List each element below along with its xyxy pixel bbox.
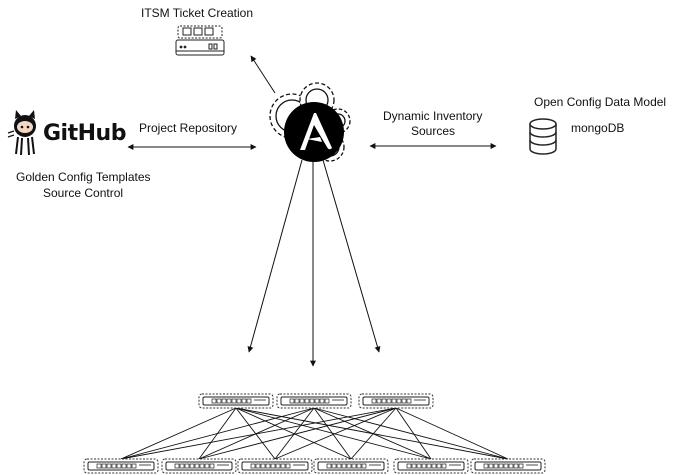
leaf-switch-icon bbox=[393, 458, 469, 474]
network-link bbox=[395, 407, 509, 460]
ansible-logo-icon bbox=[284, 102, 344, 162]
dynamic-inventory-label: Dynamic Inventory bbox=[383, 109, 483, 123]
spine-switch-icon bbox=[358, 393, 434, 409]
network-link bbox=[235, 407, 352, 460]
itsm-label: ITSM Ticket Creation bbox=[141, 6, 254, 20]
leaf-switch-icon bbox=[313, 458, 389, 474]
network-link bbox=[313, 407, 352, 460]
leaf-switch-icon bbox=[83, 458, 159, 474]
leaf-switch-icon bbox=[470, 458, 546, 474]
leaf-switch-icon bbox=[161, 458, 237, 474]
mongodb-label: mongoDB bbox=[571, 121, 625, 135]
network-link bbox=[350, 407, 397, 460]
github-octocat-icon bbox=[7, 110, 36, 156]
spine-switch-icon bbox=[198, 393, 274, 409]
project-repository-label: Project Repository bbox=[139, 121, 238, 135]
network-link bbox=[120, 407, 237, 460]
network-link bbox=[235, 407, 432, 460]
network-link bbox=[120, 407, 397, 460]
network-link bbox=[274, 407, 397, 460]
network-link bbox=[395, 407, 432, 460]
source-control-label: Source Control bbox=[43, 186, 124, 200]
github-wordmark: GitHub bbox=[43, 121, 126, 146]
network-link bbox=[198, 407, 397, 460]
leaf-switch-icon bbox=[237, 458, 313, 474]
dynamic-inventory-sources-label: Sources bbox=[411, 124, 456, 138]
spine-switch-icon bbox=[276, 393, 352, 409]
arrow-to-network-left bbox=[247, 159, 303, 353]
network-topology bbox=[83, 393, 546, 474]
database-icon bbox=[529, 118, 557, 155]
golden-config-label: Golden Config Templates bbox=[16, 170, 151, 184]
arrow-to-network-right bbox=[322, 159, 381, 353]
network-link bbox=[120, 407, 315, 460]
arrow-to-itsm bbox=[250, 55, 276, 94]
network-link bbox=[313, 407, 509, 460]
open-config-label: Open Config Data Model bbox=[534, 95, 667, 109]
ticket-printer-icon bbox=[175, 25, 225, 56]
network-link bbox=[313, 407, 432, 460]
network-link bbox=[274, 407, 315, 460]
